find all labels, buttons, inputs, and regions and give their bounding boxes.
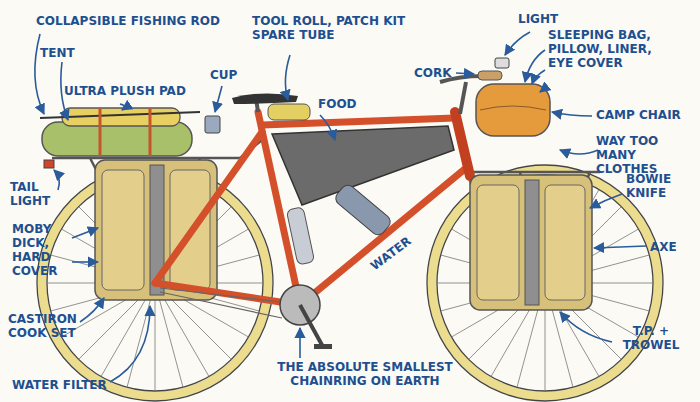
part-label: ULTRA PLUSH PAD: [64, 84, 186, 98]
cup: [205, 116, 220, 133]
leader-line: [35, 32, 646, 382]
part-label: WAY TOO MANY CLOTHES: [596, 134, 696, 176]
pannier: [470, 175, 592, 310]
saddle-bag: [268, 104, 310, 120]
frame-bag: [272, 126, 454, 205]
part-label: CORK: [414, 66, 452, 80]
part-label: WATER: [368, 234, 414, 273]
part-label: WATER FILTER: [12, 378, 107, 392]
part-label: TENT: [40, 46, 75, 60]
bottle: [333, 182, 393, 237]
part-label: SLEEPING BAG, PILLOW, LINER, EYE COVER: [548, 28, 668, 70]
part-label: FOOD: [318, 97, 357, 111]
part-label: THE ABSOLUTE SMALLEST CHAINRING ON EARTH: [260, 360, 470, 388]
part-label: COLLAPSIBLE FISHING ROD: [36, 14, 220, 28]
part-label: LIGHT: [518, 12, 558, 26]
tail-light: [44, 160, 54, 168]
part-label: MOBY DICK, HARD COVER: [12, 222, 70, 278]
tent-roll: [42, 122, 192, 156]
part-label: CASTIRON COOK SET: [8, 312, 88, 340]
light: [495, 58, 509, 68]
part-label: TOOL ROLL, PATCH KIT SPARE TUBE: [252, 14, 422, 42]
part-label: CAMP CHAIR: [596, 108, 681, 122]
bottle: [286, 207, 314, 265]
part-label: BOWIE KNIFE: [626, 172, 696, 200]
cork-grip: [478, 71, 502, 80]
front-wheel: [427, 165, 663, 401]
part-label: T.P. + TROWEL: [616, 324, 686, 352]
frame: [155, 112, 545, 305]
fishing-rod: [40, 112, 200, 118]
part-label: AXE: [650, 240, 677, 254]
part-label: TAIL LIGHT: [10, 180, 60, 208]
front-bag: [476, 84, 550, 136]
part-label: CUP: [210, 68, 237, 82]
